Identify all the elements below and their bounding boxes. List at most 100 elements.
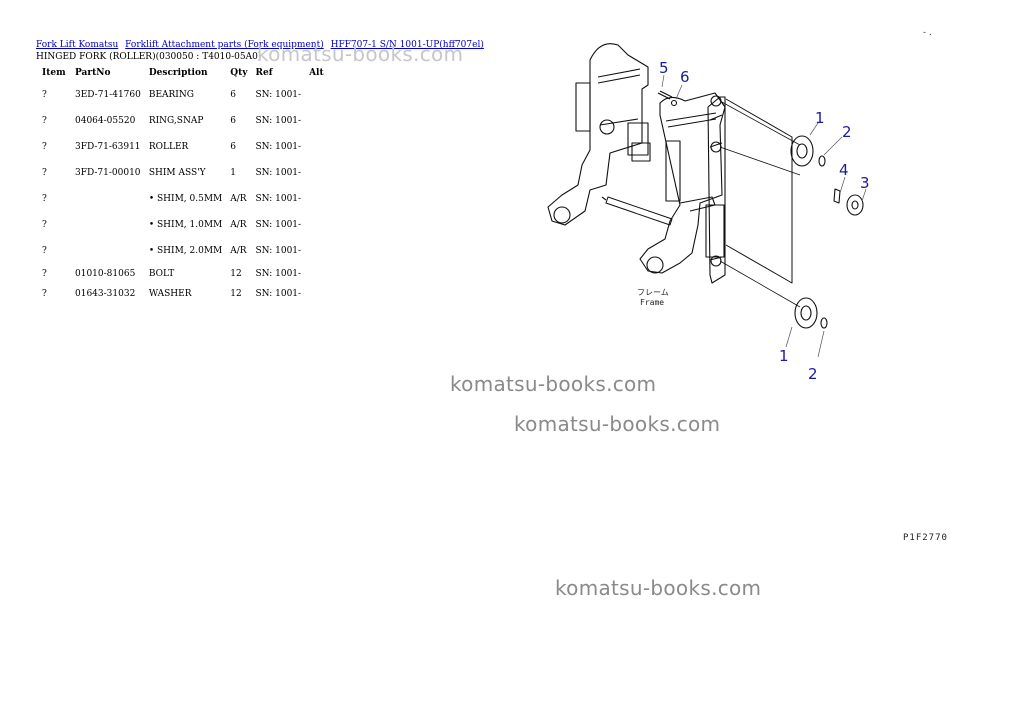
callout-label: 6 xyxy=(680,68,690,86)
breadcrumb-link-fork-lift[interactable]: Fork Lift Komatsu xyxy=(36,40,119,50)
table-row: ? • SHIM, 1.0MM A/R SN: 1001- xyxy=(36,212,333,238)
cell-alt xyxy=(305,134,333,160)
cell-description: • SHIM, 1.0MM xyxy=(148,220,223,230)
cell-alt xyxy=(305,238,333,264)
cell-qty: 1 xyxy=(230,168,236,178)
cell-ref: SN: 1001- xyxy=(255,289,302,299)
cell-description: ROLLER xyxy=(148,142,189,152)
fork-rear-plate xyxy=(547,43,649,226)
cell-alt xyxy=(305,82,333,108)
roller-small xyxy=(846,194,864,216)
cell-item: ? xyxy=(42,269,47,279)
cell-ref: SN: 1001- xyxy=(255,168,302,178)
snap-ring-top xyxy=(818,155,826,167)
cell-ref: SN: 1001- xyxy=(255,90,302,100)
cell-qty: 6 xyxy=(230,142,236,152)
roller-top xyxy=(790,135,814,167)
cell-description: BEARING xyxy=(148,90,194,100)
cell-ref: SN: 1001- xyxy=(255,246,302,256)
cell-alt xyxy=(305,186,333,212)
watermark: komatsu-books.com xyxy=(555,576,762,600)
cell-partno xyxy=(71,186,145,212)
table-row: ? 01643-31032 WASHER 12 SN: 1001- xyxy=(36,284,333,304)
cell-partno: 3ED-71-41760 xyxy=(75,90,141,100)
cell-description: • SHIM, 2.0MM xyxy=(148,246,223,256)
callout-label: 1 xyxy=(779,347,789,365)
cell-partno: 01010-81065 xyxy=(75,269,136,279)
cell-ref: SN: 1001- xyxy=(255,269,302,279)
callout-label: 3 xyxy=(860,174,870,192)
frame-label-jp: フレーム xyxy=(637,288,669,297)
cell-partno xyxy=(71,238,145,264)
cell-ref: SN: 1001- xyxy=(255,220,302,230)
table-row: ? 3FD-71-63911 ROLLER 6 SN: 1001- xyxy=(36,134,333,160)
callout-label: 5 xyxy=(659,59,669,77)
watermark: komatsu-books.com xyxy=(514,412,721,436)
cell-description: • SHIM, 0.5MM xyxy=(148,194,223,204)
header-description: Description xyxy=(148,68,208,78)
cell-ref: SN: 1001- xyxy=(255,142,302,152)
cell-partno xyxy=(71,212,145,238)
table-row: ? 04064-05520 RING,SNAP 6 SN: 1001- xyxy=(36,108,333,134)
callout-label: 2 xyxy=(842,123,852,141)
cell-qty: A/R xyxy=(230,220,247,230)
cell-partno: 3FD-71-00010 xyxy=(75,168,141,178)
watermark: komatsu-books.com xyxy=(450,372,657,396)
carriage-frame xyxy=(707,96,726,284)
header-partno: PartNo xyxy=(75,68,111,78)
cell-ref: SN: 1001- xyxy=(255,116,302,126)
bolt xyxy=(657,90,673,100)
cell-qty: A/R xyxy=(230,246,247,256)
callout-label: 2 xyxy=(808,365,818,383)
cell-item: ? xyxy=(42,90,47,100)
breadcrumb-link-model[interactable]: HFF707-1 S/N 1001-UP(hff707el) xyxy=(330,40,484,50)
cell-partno: 04064-05520 xyxy=(75,116,136,126)
header-item: Item xyxy=(42,68,66,78)
fork-front-plate xyxy=(639,92,726,274)
cell-partno: 3FD-71-63911 xyxy=(75,142,141,152)
cell-item: ? xyxy=(42,168,47,178)
cell-item: ? xyxy=(42,220,47,230)
drawing-code: P1F2770 xyxy=(903,533,948,543)
roller-bottom xyxy=(794,297,818,329)
cell-description: BOLT xyxy=(148,269,175,279)
corner-mark: - . xyxy=(923,28,932,38)
cell-alt xyxy=(305,108,333,134)
cell-description: RING,SNAP xyxy=(148,116,204,126)
breadcrumb: Fork Lift Komatsu Forklift Attachment pa… xyxy=(36,40,484,50)
header-alt: Alt xyxy=(309,68,324,78)
table-row: ? 01010-81065 BOLT 12 SN: 1001- xyxy=(36,264,333,284)
snap-ring-bottom xyxy=(820,317,828,329)
cell-alt xyxy=(305,264,333,284)
callout-label: 1 xyxy=(815,109,825,127)
table-row: ? 3FD-71-00010 SHIM ASS'Y 1 SN: 1001- xyxy=(36,160,333,186)
watermark: komatsu-books.com xyxy=(257,42,464,66)
cell-description: WASHER xyxy=(148,289,192,299)
cell-item: ? xyxy=(42,289,47,299)
breadcrumb-link-attachment-parts[interactable]: Forklift Attachment parts (Fork equipmen… xyxy=(125,40,324,50)
header-qty: Qty xyxy=(230,68,248,78)
cell-alt xyxy=(305,212,333,238)
cell-qty: 12 xyxy=(230,269,242,279)
cell-ref: SN: 1001- xyxy=(255,194,302,204)
parts-table: Item PartNo Description Qty Ref Alt ? 3ED… xyxy=(36,64,333,304)
exploded-parts-diagram: 1 2 3 4 5 6 1 2 フレーム Frame xyxy=(547,43,870,383)
cell-description: SHIM ASS'Y xyxy=(148,168,206,178)
cell-item: ? xyxy=(42,142,47,152)
cell-item: ? xyxy=(42,116,47,126)
cell-qty: 12 xyxy=(230,289,242,299)
table-header-row: Item PartNo Description Qty Ref Alt xyxy=(36,64,333,82)
frame-label-en: Frame xyxy=(640,298,664,307)
shim xyxy=(833,188,841,204)
header-ref: Ref xyxy=(255,68,273,78)
cell-alt xyxy=(305,160,333,186)
cell-qty: 6 xyxy=(230,116,236,126)
cell-qty: A/R xyxy=(230,194,247,204)
cell-alt xyxy=(305,284,333,304)
callout-label: 4 xyxy=(839,161,849,179)
cell-partno: 01643-31032 xyxy=(75,289,136,299)
